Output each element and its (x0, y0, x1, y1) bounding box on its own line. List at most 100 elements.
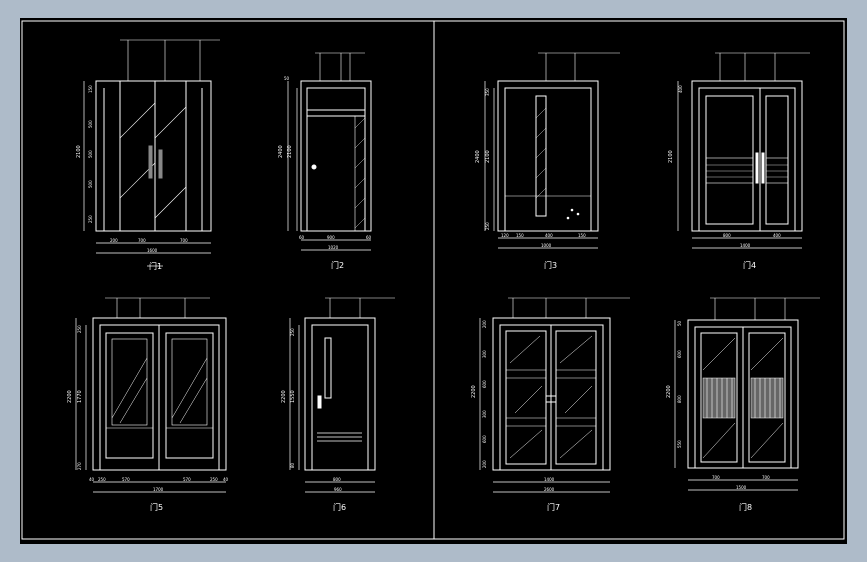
m6-b0: 800 (333, 477, 341, 482)
m8-h3: 550 (677, 440, 682, 448)
m7-height: 2200 (471, 385, 477, 398)
m2-caption: 门2 (331, 260, 344, 270)
knob (311, 164, 317, 170)
m3-caption: 门3 (544, 260, 557, 270)
m6-inner: 1550 (290, 390, 296, 403)
m5-low: 270 (77, 462, 82, 470)
m4-decor-band (705, 157, 754, 184)
m4-height: 2100 (668, 150, 674, 163)
m3-low: 250 (485, 222, 490, 230)
elevation-m7 (479, 297, 630, 493)
m8-h2: 800 (677, 395, 682, 403)
m8-total: 1500 (736, 485, 747, 490)
m8-height: 2200 (666, 385, 672, 398)
m3-outer: 2400 (475, 150, 481, 163)
m4-right-panel (765, 95, 789, 225)
m6-vision-slot (324, 337, 332, 399)
m1-caption: 门1 (149, 261, 162, 271)
m3-handle-panel (535, 95, 547, 217)
m8-caption: 门8 (739, 502, 752, 512)
m5-b5: 40 (223, 477, 229, 482)
m2-b0: 60 (299, 235, 305, 240)
m3-b0: 120 (501, 233, 509, 238)
m1-b0: 200 (110, 238, 118, 243)
elevation-m4 (677, 52, 810, 249)
m5-b3: 570 (183, 477, 191, 482)
elevation-m3 (484, 52, 620, 249)
handle-right (158, 149, 163, 179)
m3-b2: 400 (545, 233, 553, 238)
handle-left (148, 145, 153, 179)
door-m1-frame (95, 80, 212, 232)
m5-top: 250 (77, 325, 82, 333)
m5-outer: 2200 (67, 390, 73, 403)
elevation-m2 (287, 52, 372, 251)
m5-inner: 1770 (77, 390, 83, 403)
m8-b0: 700 (712, 475, 720, 480)
m7-h5: 200 (482, 460, 487, 468)
m7-h0: 200 (482, 320, 487, 328)
m7-h4: 600 (482, 435, 487, 443)
m1-h0: 150 (88, 85, 93, 93)
m3-b1: 150 (516, 233, 524, 238)
door-m3-frame (497, 80, 599, 232)
m2-inner: 2100 (287, 145, 293, 158)
door-m2-frame (300, 80, 372, 232)
m7-h2: 600 (482, 380, 487, 388)
m1-h2: 500 (88, 150, 93, 158)
m8-right-louver (750, 377, 784, 419)
elevation-m8 (674, 297, 820, 491)
m4-b1: 400 (773, 233, 781, 238)
m2-b2: 60 (366, 235, 372, 240)
m3-inner: 2100 (485, 150, 491, 163)
m7-handle (545, 395, 557, 403)
m4-left-panel (705, 95, 754, 225)
m5-b2: 570 (122, 477, 130, 482)
m8-b1: 700 (762, 475, 770, 480)
elevation-m1 (83, 39, 220, 267)
m5-b4: 250 (210, 477, 218, 482)
m7-b0: 1400 (544, 477, 555, 482)
hatched-panel (354, 115, 366, 232)
elevation-m6 (289, 297, 395, 493)
m6-total: 960 (334, 487, 342, 492)
m1-h1: 500 (88, 120, 93, 128)
m3-b3: 150 (578, 233, 586, 238)
m8-right-glass (748, 332, 786, 463)
m8-h0: 50 (677, 320, 682, 326)
m2-b1: 900 (327, 235, 335, 240)
m5-total: 1700 (153, 487, 164, 492)
m7-total: 2600 (544, 487, 555, 492)
m1-b1: 700 (138, 238, 146, 243)
m4-total: 1400 (740, 243, 751, 248)
m8-left-glass (700, 332, 738, 463)
elevation-m5 (75, 297, 227, 493)
m3-total: 1000 (541, 243, 552, 248)
m5-caption: 门5 (150, 502, 163, 512)
m6-low: 80 (290, 462, 295, 468)
m4-top: 400 (678, 85, 683, 93)
m1-b2: 700 (180, 238, 188, 243)
m1-total: 1600 (147, 248, 158, 253)
m2-outer: 2400 (278, 145, 284, 158)
m4-b0: 800 (723, 233, 731, 238)
m4-caption: 门4 (743, 260, 756, 270)
m7-h1: 300 (482, 350, 487, 358)
m1-h4: 250 (88, 215, 93, 223)
door-m6-frame (304, 317, 376, 471)
m6-top: 250 (290, 328, 295, 336)
m8-left-louver (702, 377, 736, 419)
m5-right-glass (165, 332, 214, 459)
m8-h1: 600 (677, 350, 682, 358)
sheet-border (21, 20, 845, 540)
m6-handle (317, 395, 322, 409)
m1-height: 2100 (76, 145, 82, 158)
door-m4-frame (691, 80, 803, 232)
m1-h3: 500 (88, 180, 93, 188)
cad-drawing-canvas: 2100 150 500 500 500 250 200 700 700 160… (20, 18, 847, 544)
m5-left-glass (105, 332, 154, 459)
m6-outer: 2200 (281, 390, 287, 403)
m3-top: 350 (485, 88, 490, 96)
m2-top: 50 (284, 76, 290, 81)
m7-h3: 300 (482, 410, 487, 418)
